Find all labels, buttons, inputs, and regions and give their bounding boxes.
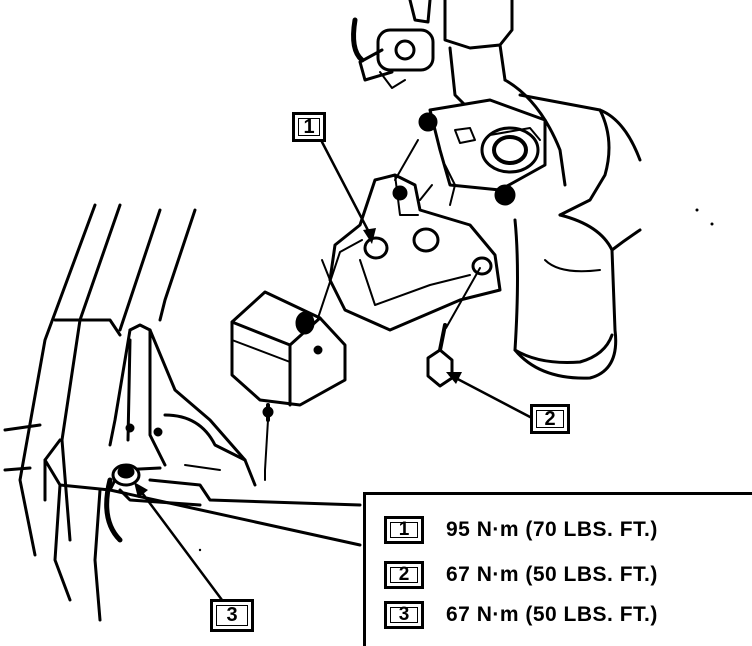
legend-spec-2: 67 N·m (50 LBS. FT.) — [446, 563, 658, 586]
legend-spec-1: 95 N·m (70 LBS. FT.) — [446, 518, 658, 541]
legend-row-2: 2 67 N·m (50 LBS. FT.) — [384, 559, 658, 591]
leader-1 — [320, 140, 374, 240]
mount-flange — [418, 98, 547, 206]
mount-bracket — [321, 173, 502, 332]
callout-2: 2 — [530, 404, 570, 434]
speck-marks — [198, 208, 714, 552]
legend-number-2: 2 — [384, 561, 424, 589]
rubber-mount — [230, 290, 347, 422]
callout-3: 3 — [210, 599, 254, 632]
leader-2 — [448, 373, 534, 420]
engine-housing — [443, 0, 642, 380]
torque-legend: 1 95 N·m (70 LBS. FT.) 2 67 N·m (50 LBS.… — [363, 492, 752, 646]
callout-1: 1 — [292, 112, 326, 142]
legend-spec-3: 67 N·m (50 LBS. FT.) — [446, 603, 658, 626]
arrowhead-3 — [134, 482, 148, 498]
legend-number-1: 1 — [384, 516, 424, 544]
arrowhead-2 — [446, 372, 462, 384]
vehicle-frame — [3, 203, 362, 622]
leader-lines — [138, 140, 534, 602]
sensor-connector — [351, 0, 435, 89]
legend-number-3: 3 — [384, 601, 424, 629]
legend-row-3: 3 67 N·m (50 LBS. FT.) — [384, 599, 658, 631]
bolt-2 — [426, 323, 454, 388]
leader-arrowheads — [134, 228, 462, 498]
arrowhead-1 — [363, 228, 376, 244]
alignment-lines — [264, 139, 481, 481]
legend-row-1: 1 95 N·m (70 LBS. FT.) — [384, 514, 658, 546]
leader-3 — [138, 488, 224, 602]
